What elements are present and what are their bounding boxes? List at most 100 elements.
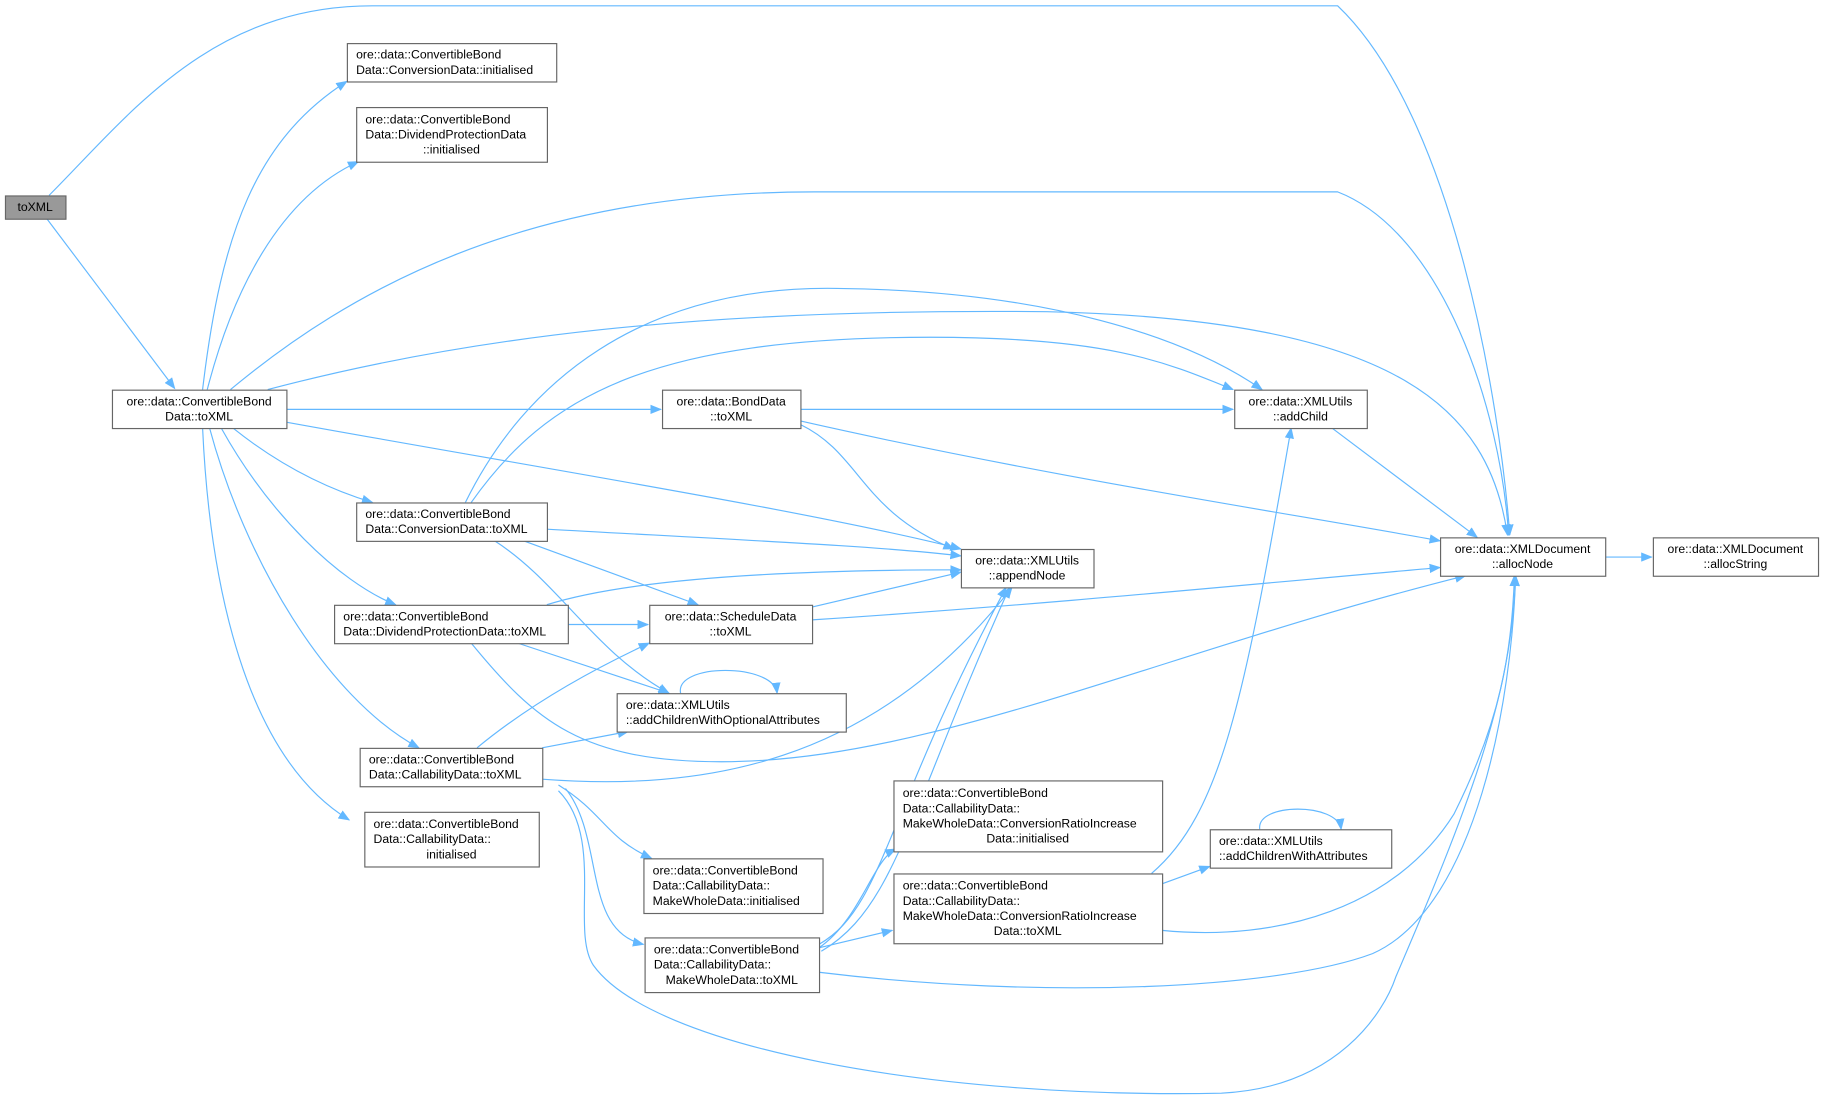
node-label-line: ::addChild — [1273, 409, 1328, 423]
node-label-line: ::addChildrenWithAttributes — [1219, 849, 1368, 863]
node-box — [893, 780, 1164, 853]
node-box — [1234, 389, 1368, 430]
node-box — [960, 548, 1095, 589]
node-box — [649, 604, 814, 645]
edge-cb_toxml-to-div_init — [206, 161, 360, 390]
node-label-line: ore::data::ScheduleData — [665, 609, 797, 623]
node-label-line: ore::data::ConvertibleBond — [374, 817, 519, 831]
node-label-line: Data::ConversionData::initialised — [356, 63, 533, 77]
node-label-line: Data::DividendProtectionData::toXML — [343, 625, 546, 639]
node-cri_toxml[interactable]: ore::data::ConvertibleBondData::Callabil… — [893, 873, 1164, 945]
node-label-line: ore::data::ConvertibleBond — [369, 752, 514, 766]
node-label-line: ::allocNode — [1492, 557, 1553, 571]
node-label-line: ore::data::ConvertibleBond — [365, 507, 510, 521]
node-box — [346, 43, 558, 83]
node-label-line: Data::toXML — [994, 924, 1062, 938]
node-alloc_node[interactable]: ore::data::XMLDocument::allocNode — [1439, 537, 1607, 577]
edge-conv_toxml-to-add_opt — [494, 540, 670, 694]
node-box — [356, 106, 548, 163]
node-alloc_string[interactable]: ore::data::XMLDocument::allocString — [1652, 537, 1820, 577]
edge-mw_toxml-to-cri_init — [818, 848, 897, 949]
node-label-line: ore::data::XMLUtils — [626, 698, 730, 712]
node-div_toxml[interactable]: ore::data::ConvertibleBondData::Dividend… — [334, 604, 569, 645]
edge-cb_toxml-to-call_init — [202, 427, 351, 821]
node-box — [643, 858, 824, 915]
node-label-line: Data::CallabilityData:: — [653, 879, 770, 893]
node-bond_toxml[interactable]: ore::data::BondData::toXML — [661, 389, 802, 430]
node-label-line: ore::data::BondData — [677, 394, 786, 408]
edges-layer — [46, 5, 1653, 1095]
edge-div_toxml-to-add_opt — [517, 642, 671, 695]
edge-cb_toxml-to-div_toxml — [220, 427, 397, 606]
node-label-line: ore::data::ConvertibleBond — [654, 943, 799, 957]
node-box — [616, 693, 847, 733]
node-box — [4, 195, 67, 220]
node-box — [644, 937, 821, 994]
node-label-line: Data::CallabilityData::toXML — [369, 768, 522, 782]
node-conv_init[interactable]: ore::data::ConvertibleBondData::Conversi… — [346, 43, 558, 83]
node-div_init[interactable]: ore::data::ConvertibleBondData::Dividend… — [356, 106, 548, 163]
node-box — [334, 604, 569, 645]
node-mw_init[interactable]: ore::data::ConvertibleBondData::Callabil… — [643, 858, 824, 915]
node-box — [1209, 829, 1393, 869]
node-label-line: ::addChildrenWithOptionalAttributes — [626, 713, 820, 727]
edge-cri_toxml-to-alloc_node — [1161, 574, 1519, 934]
node-label-line: MakeWholeData::ConversionRatioIncrease — [903, 909, 1137, 923]
edge-conv_toxml-to-append — [546, 528, 962, 560]
node-label-line: Data::CallabilityData:: — [374, 832, 491, 846]
edge-call_toxml-to-sched_toxml — [476, 642, 651, 749]
edge-call_toxml-to-add_opt — [542, 728, 630, 749]
node-conv_toxml[interactable]: ore::data::ConvertibleBondData::Conversi… — [356, 502, 548, 542]
node-mw_toxml[interactable]: ore::data::ConvertibleBondData::Callabil… — [644, 937, 821, 994]
node-label-line: toXML — [17, 200, 52, 214]
node-label-line: Data::toXML — [165, 409, 233, 423]
node-root[interactable]: toXML — [4, 195, 67, 220]
edge-cri_toxml-to-add_attr — [1161, 865, 1211, 885]
edge-div_toxml-to-append — [546, 565, 963, 606]
edge-cri_toxml-to-add_child — [1151, 426, 1294, 874]
edge-root-to-alloc_node — [48, 5, 1514, 537]
node-label-line: ore::data::ConvertibleBond — [903, 786, 1048, 800]
node-add_child[interactable]: ore::data::XMLUtils::addChild — [1234, 389, 1368, 430]
node-label-line: Data::ConversionData::toXML — [365, 522, 527, 536]
node-label-line: Data::CallabilityData:: — [903, 801, 1020, 815]
node-call_init[interactable]: ore::data::ConvertibleBondData::Callabil… — [364, 811, 540, 868]
node-box — [1652, 537, 1820, 577]
node-box — [661, 389, 802, 430]
node-label-line: Data::initialised — [986, 832, 1069, 846]
node-add_opt[interactable]: ore::data::XMLUtils::addChildrenWithOpti… — [616, 693, 847, 733]
node-box — [364, 811, 540, 868]
edge-cb_toxml-to-alloc_node — [267, 310, 1511, 537]
node-call_toxml[interactable]: ore::data::ConvertibleBondData::Callabil… — [359, 747, 544, 788]
edge-mw_toxml-to-cri_toxml — [818, 928, 894, 949]
node-box — [893, 873, 1164, 945]
node-box — [111, 389, 288, 430]
node-label-line: ::appendNode — [989, 569, 1066, 583]
edge-cb_toxml-to-conv_toxml — [232, 427, 374, 504]
node-sched_toxml[interactable]: ore::data::ScheduleData::toXML — [649, 604, 814, 645]
node-label-line: MakeWholeData::ConversionRatioIncrease — [903, 816, 1137, 830]
edge-add_opt-to-add_opt — [679, 670, 781, 695]
node-cri_init[interactable]: ore::data::ConvertibleBondData::Callabil… — [893, 780, 1164, 853]
node-label-line: Data::CallabilityData:: — [903, 894, 1020, 908]
node-label-line: ::initialised — [423, 143, 480, 157]
edge-cb_toxml-to-append — [286, 421, 962, 551]
edge-conv_toxml-to-add_child — [464, 287, 1264, 503]
node-label-line: ore::data::ConvertibleBond — [653, 864, 798, 878]
node-label-line: Data::CallabilityData:: — [654, 958, 771, 972]
node-append[interactable]: ore::data::XMLUtils::appendNode — [960, 548, 1095, 589]
node-label-line: Data::DividendProtectionData — [365, 127, 526, 141]
edge-conv_toxml-to-add_child — [470, 336, 1235, 503]
node-label-line: ore::data::XMLUtils — [1219, 834, 1323, 848]
edge-call_toxml-to-mw_init — [558, 784, 653, 859]
edge-call_toxml-to-alloc_node — [558, 574, 1520, 1095]
edge-cb_toxml-to-alloc_node — [230, 191, 1513, 537]
edge-sched_toxml-to-append — [811, 570, 962, 608]
node-label-line: ore::data::ConvertibleBond — [356, 48, 501, 62]
node-label-line: MakeWholeData::toXML — [666, 973, 798, 987]
node-box — [1439, 537, 1607, 577]
node-box — [359, 747, 544, 788]
node-label-line: ::allocString — [1703, 557, 1767, 571]
node-add_attr[interactable]: ore::data::XMLUtils::addChildrenWithAttr… — [1209, 829, 1393, 869]
